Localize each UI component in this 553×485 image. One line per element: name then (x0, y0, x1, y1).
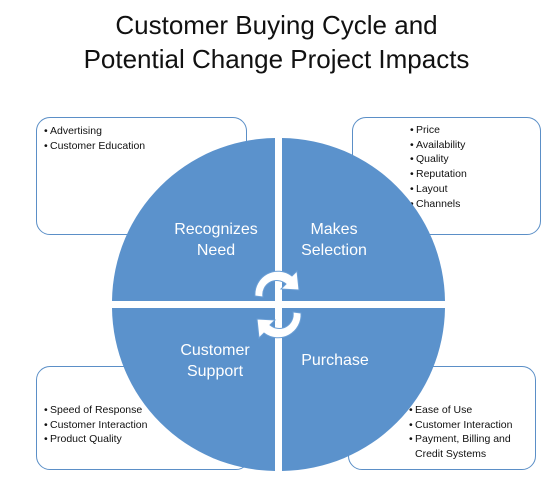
quadrant-label-line: Selection (301, 242, 367, 259)
quadrant-label-makes-selection: Makes Selection (285, 219, 383, 261)
quadrant-recognizes-need (112, 138, 275, 301)
quadrant-makes-selection (282, 138, 445, 301)
list-item: Layout (410, 182, 540, 197)
quadrant-label-customer-support: Customer Support (163, 340, 267, 382)
circular-arrows-icon (254, 269, 302, 340)
quadrant-purchase (282, 308, 445, 471)
list-item: Customer Interaction (44, 418, 249, 433)
list-item: Payment, Billing and Credit Systems (409, 432, 530, 461)
title-line-2: Potential Change Project Impacts (83, 44, 470, 74)
diagram-title: Customer Buying Cycle and Potential Chan… (0, 8, 553, 76)
quadrant-label-line: Recognizes (174, 221, 258, 238)
quadrant-label-line: Makes (310, 221, 358, 238)
list-item: Customer Education (44, 139, 246, 154)
quadrant-label-line: Customer (180, 342, 250, 359)
list-item: Quality (410, 152, 540, 167)
list-item: Availability (410, 138, 540, 153)
cycle-arrow-lower (256, 311, 302, 340)
quadrant-label-line: Need (196, 242, 236, 259)
list-item: Channels (410, 197, 540, 212)
quadrant-label-recognizes-need: Recognizes Need (160, 219, 272, 261)
cycle-arrow-upper (254, 269, 300, 298)
quadrant-customer-support (112, 308, 275, 471)
list-item: Advertising (44, 124, 246, 139)
list-item: Price (410, 123, 540, 138)
quadrant-label-line: Purchase (301, 352, 369, 369)
quadrant-label-line: Support (186, 363, 244, 380)
list-item: Product Quality (44, 432, 249, 447)
list-item: Customer Interaction (409, 418, 535, 433)
list-item: Ease of Use (409, 403, 535, 418)
list-item: Reputation (410, 167, 540, 182)
title-line-1: Customer Buying Cycle and (115, 10, 438, 40)
list-item: Speed of Response (44, 403, 249, 418)
quadrant-label-purchase: Purchase (286, 350, 384, 371)
